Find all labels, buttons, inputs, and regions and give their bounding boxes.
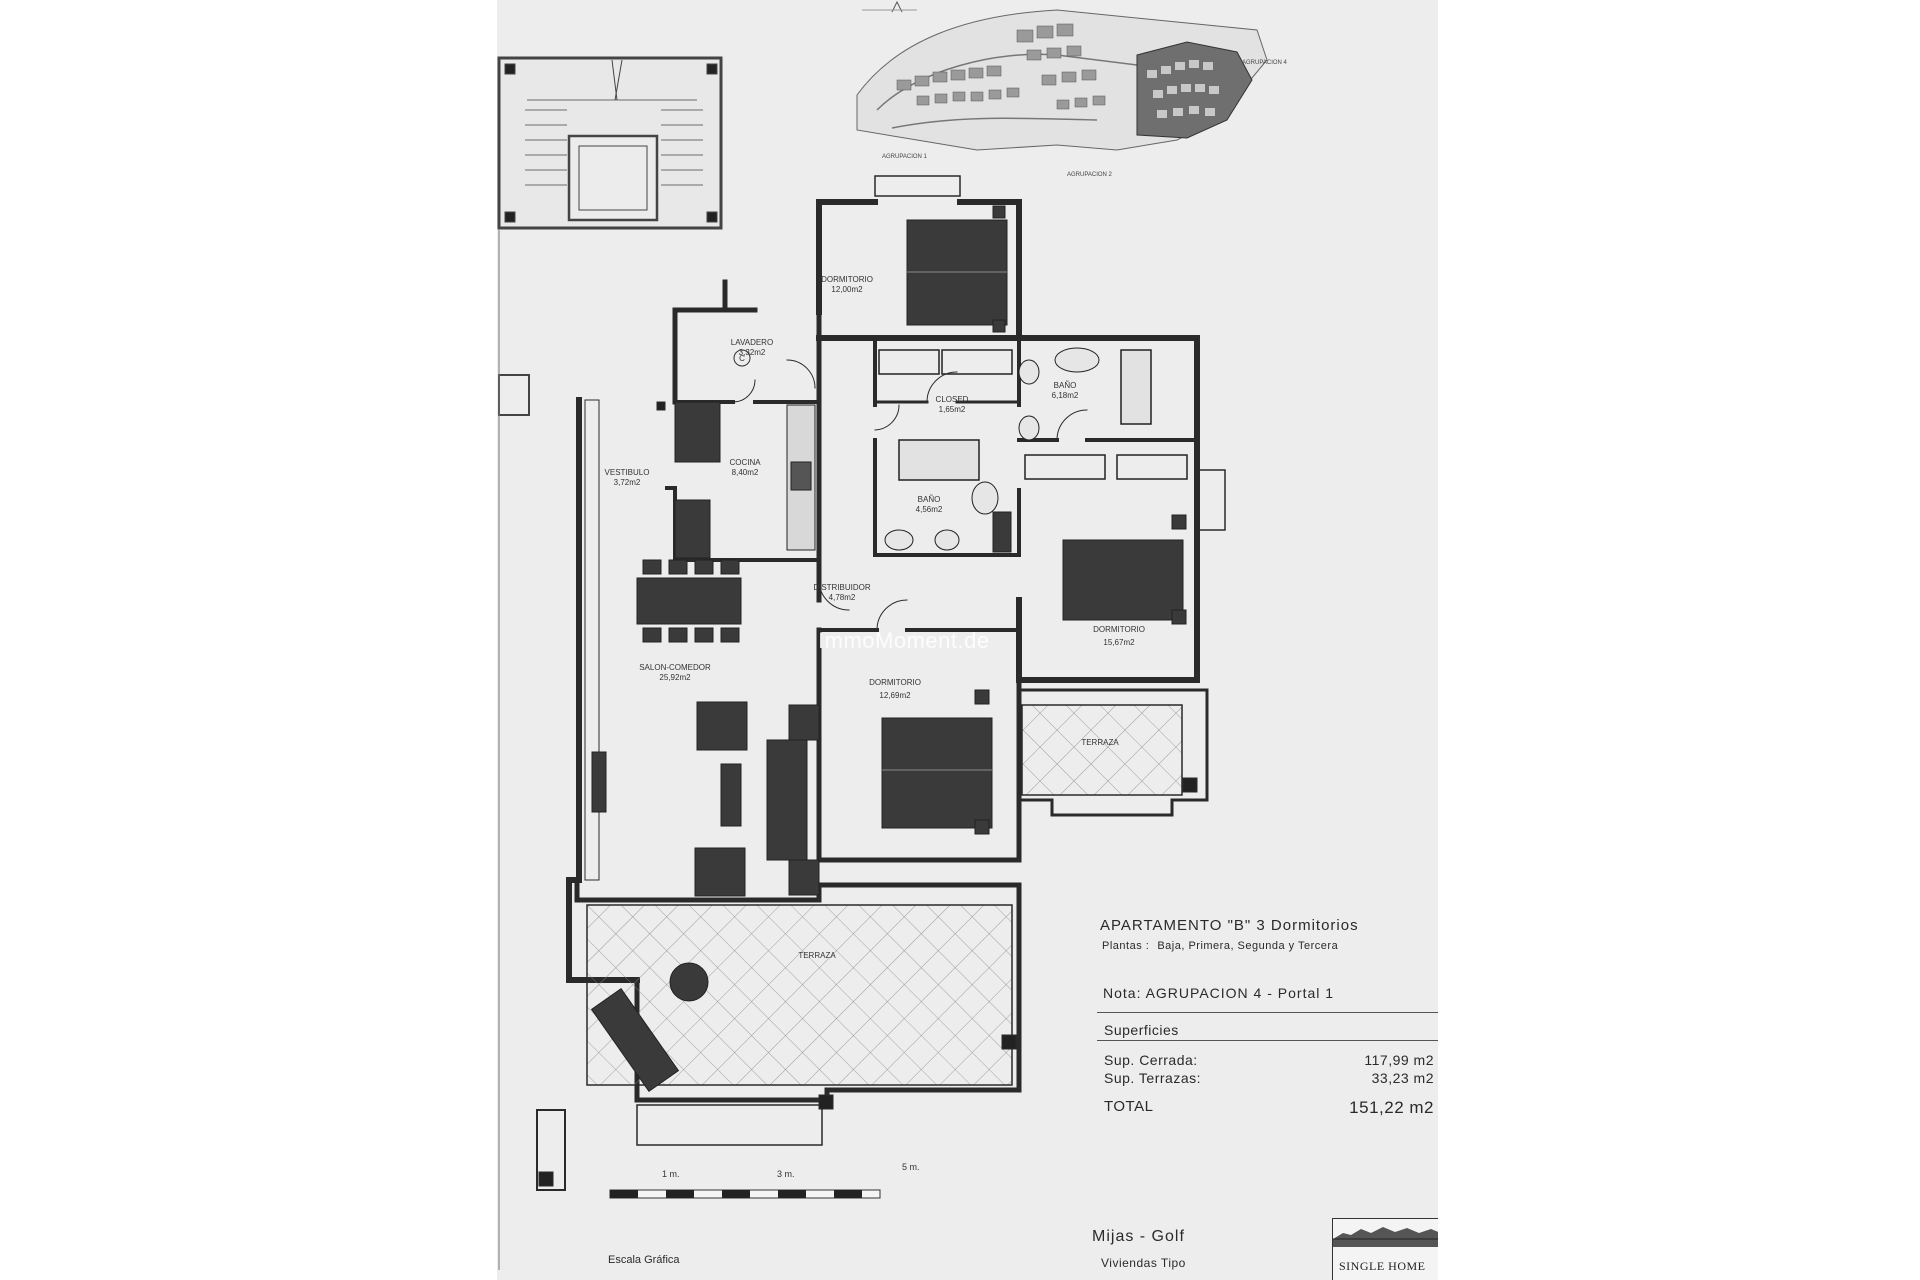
boiler-symbol	[733, 349, 751, 367]
scale-label: 3 m.	[777, 1169, 795, 1179]
room-label: DORMITORIO	[821, 275, 873, 284]
room-label: VESTIBULO	[605, 468, 650, 477]
room-area: 1,65m2	[939, 405, 966, 414]
dwelling-types: Viviendas Tipo	[1101, 1256, 1186, 1270]
surface-value: 151,22 m2	[1349, 1098, 1434, 1117]
room-area: 15,67m2	[1103, 638, 1135, 647]
watermark: ImmoMoment.de	[818, 628, 990, 653]
apartment-title: APARTAMENTO "B" 3 Dormitorios	[1100, 917, 1359, 934]
room-area: 3,32m2	[739, 348, 766, 357]
room-label: COCINA	[729, 458, 761, 467]
keyplan-label-agrupacion-4: AGRUPACION 4	[1242, 60, 1288, 66]
scale-label: 5 m.	[902, 1162, 920, 1172]
surface-row-terraces: Sup. Terrazas: 33,23 m2	[1104, 1070, 1434, 1086]
surface-label: Sup. Cerrada:	[1104, 1052, 1198, 1068]
floors-line: Plantas : Baja, Primera, Segunda y Tercer…	[1102, 940, 1346, 952]
site-key-plan: AGRUPACION 1 AGRUPACION 2 AGRUPACION 4	[856, 0, 1288, 178]
floor-plan-sheet: AGRUPACION 1 AGRUPACION 2 AGRUPACION 4	[497, 0, 1438, 1280]
surface-label: TOTAL	[1104, 1098, 1154, 1115]
surfaces-title: Superficies	[1104, 1022, 1179, 1038]
brand-text: SINGLE HOME	[1339, 1259, 1426, 1273]
divider	[1097, 1040, 1438, 1041]
room-label: LAVADERO	[731, 338, 773, 347]
floors-label: Plantas :	[1102, 940, 1150, 952]
room-label: DISTRIBUIDOR	[813, 583, 871, 592]
surface-value: 33,23 m2	[1371, 1070, 1434, 1086]
room-label: BAÑO	[918, 495, 941, 504]
room-area: 4,78m2	[829, 593, 856, 602]
apartment-walls	[536, 175, 1226, 1191]
room-label: DORMITORIO	[1093, 625, 1145, 634]
furniture	[590, 205, 1188, 1092]
brand-logo: SINGLE HOME	[1332, 1218, 1438, 1280]
room-area: 4,56m2	[916, 505, 943, 514]
room-label: BAÑO	[1054, 381, 1077, 390]
room-area: 6,18m2	[1052, 391, 1079, 400]
room-labels: DORMITORIO 12,00m2 LAVADERO 3,32m2 CLOSE…	[605, 275, 1145, 960]
room-label: DORMITORIO	[869, 678, 921, 687]
scale-caption: Escala Gráfica	[608, 1254, 680, 1266]
keyplan-label-agrupacion-1: AGRUPACION 1	[882, 154, 928, 160]
keyplan-label-agrupacion-2: AGRUPACION 2	[1067, 172, 1113, 178]
note-line: Nota: AGRUPACION 4 - Portal 1	[1103, 985, 1335, 1001]
room-label: TERRAZA	[1081, 738, 1119, 747]
surface-row-total: TOTAL 151,22 m2	[1104, 1098, 1434, 1117]
room-area: 12,69m2	[879, 691, 911, 700]
room-label: TERRAZA	[798, 951, 836, 960]
room-area: 25,92m2	[659, 673, 691, 682]
room-label: CLOSED	[936, 395, 969, 404]
room-area: 8,40m2	[732, 468, 759, 477]
surface-row-closed: Sup. Cerrada: 117,99 m2	[1104, 1052, 1434, 1068]
stair-core	[497, 56, 723, 1270]
room-label: SALON-COMEDOR	[639, 663, 711, 672]
location-title: Mijas - Golf	[1092, 1228, 1185, 1245]
scale-label: 1 m.	[662, 1169, 680, 1179]
room-area: 12,00m2	[831, 285, 863, 294]
floor-plan-drawing: AGRUPACION 1 AGRUPACION 2 AGRUPACION 4	[497, 0, 1288, 1270]
surface-value: 117,99 m2	[1364, 1052, 1434, 1068]
skyline-icon	[1333, 1227, 1438, 1247]
graphic-scale: 1 m. 3 m. 5 m.	[609, 1162, 920, 1199]
surface-label: Sup. Terrazas:	[1104, 1070, 1202, 1086]
room-area: 3,72m2	[614, 478, 641, 487]
floors-value: Baja, Primera, Segunda y Tercera	[1157, 940, 1339, 952]
divider	[1097, 1012, 1438, 1013]
room-label-c: C	[739, 354, 745, 363]
